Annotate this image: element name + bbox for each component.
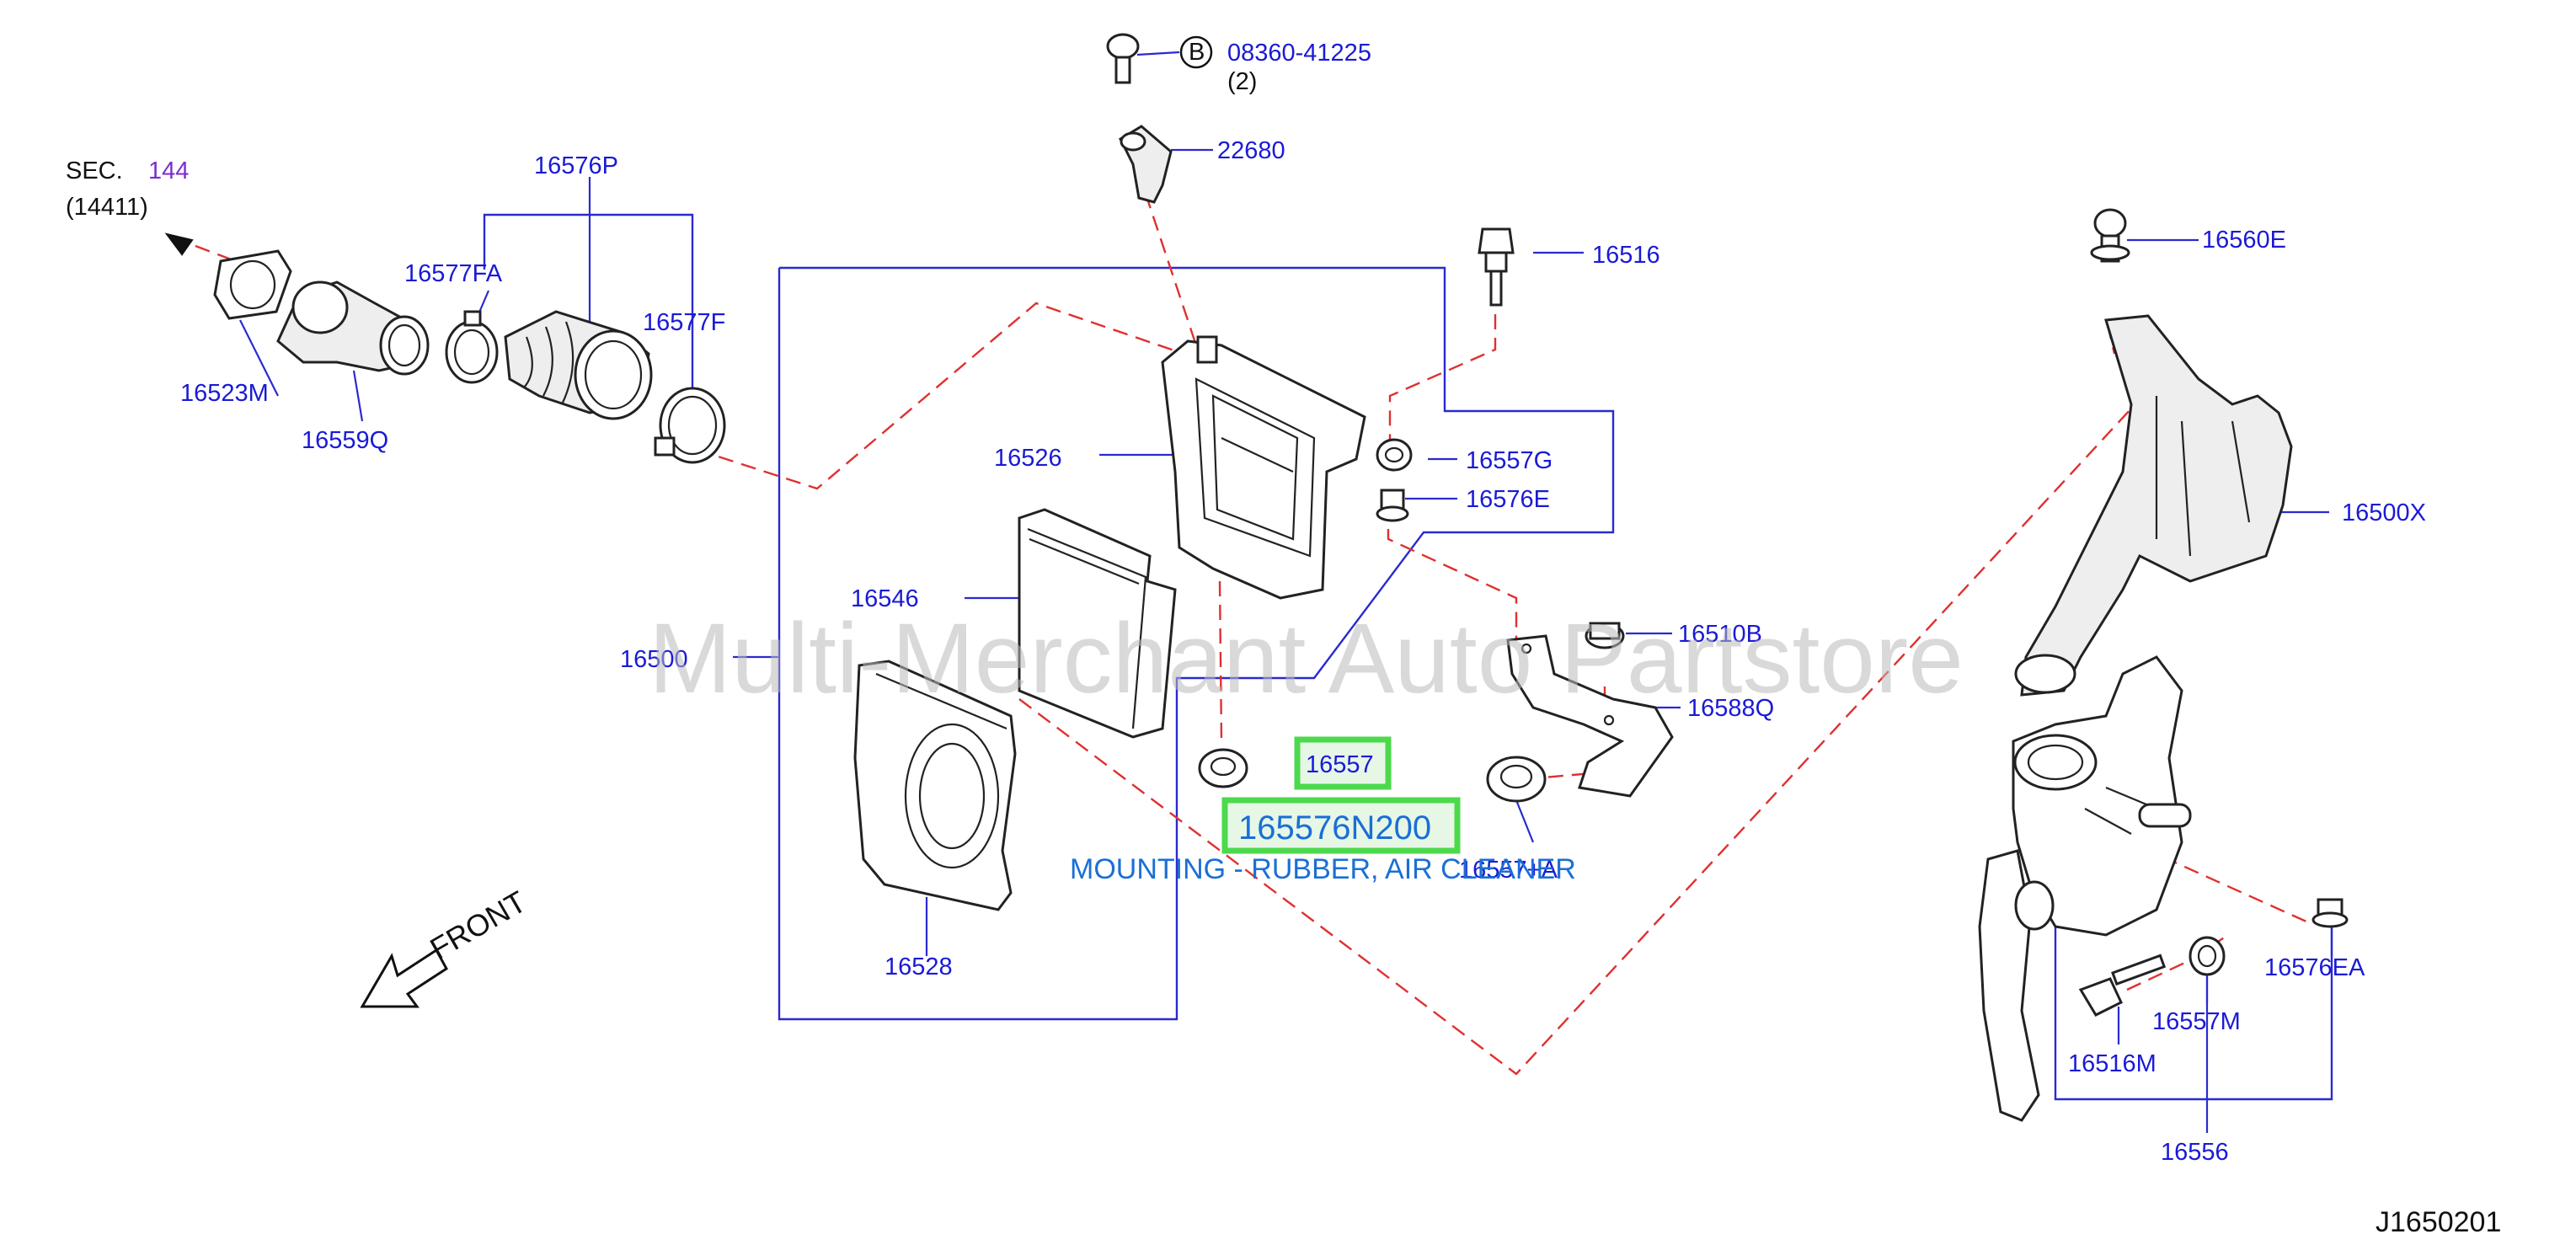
label-16576E[interactable]: 16576E [1466,486,1550,513]
label-16576P[interactable]: 16576P [534,152,618,179]
collar-16576EA [2311,898,2349,928]
label-16557G[interactable]: 16557G [1466,447,1553,474]
label-16523M[interactable]: 16523M [180,380,269,407]
bracket-16556 [2054,922,2333,1101]
highlight-part-number[interactable]: 165576N200 [1238,809,1431,847]
bracket-16588Q [1506,634,1674,798]
label-22680[interactable]: 22680 [1217,137,1285,164]
clamp-16577F [654,387,726,464]
gasket-16523M [213,249,292,320]
grommet-16557M [2189,936,2226,976]
sec-arrow-icon [164,232,194,256]
label-sec: SEC. [66,158,123,184]
bracket-16576P [483,213,694,438]
sensor-22680 [1119,125,1173,204]
label-16576EA[interactable]: 16576EA [2264,954,2365,981]
dash-hose-to-housing [673,302,1197,490]
adapter-16559Q [276,280,430,376]
label-front: FRONT [425,884,532,966]
hose-16576P [504,310,653,420]
grommet-16557 [1198,748,1248,788]
watermark: Multi-Merchant Auto Partstore [649,603,1964,714]
clamp-16577FA [445,310,499,384]
label-16500[interactable]: 16500 [620,646,688,673]
label-16557A[interactable]: 16557+A [1459,857,1558,884]
label-sec-sub: (14411) [66,194,148,221]
label-16556[interactable]: 16556 [2161,1139,2229,1166]
filter-element-16546 [1018,508,1177,739]
dash-to-duct [1018,408,2132,1076]
grommet-16557A [1486,756,1547,803]
label-16516M[interactable]: 16516M [2068,1050,2156,1077]
label-bolt-code[interactable]: 08360-41225 [1227,40,1371,67]
circle-b-marker [1179,35,1213,69]
label-16560E[interactable]: 16560E [2202,227,2286,254]
diagram-code: J1650201 [2376,1206,2501,1238]
collar-16576E [1376,489,1409,522]
grommet-16557G [1376,438,1413,472]
bolt-08360-icon [1106,33,1140,84]
bolt-16516 [1478,227,1515,307]
label-16557M[interactable]: 16557M [2152,1008,2241,1035]
highlight-box-16557 [1294,736,1392,790]
label-16528[interactable]: 16528 [884,954,953,980]
label-16588Q[interactable]: 16588Q [1687,695,1774,722]
label-16516[interactable]: 16516 [1592,242,1660,269]
highlight-description: MOUNTING - RUBBER, AIR CLEANER [1070,853,1576,885]
label-sec-num[interactable]: 144 [148,158,189,184]
label-bolt-qty: (2) [1227,68,1257,95]
label-16577FA[interactable]: 16577FA [404,260,503,287]
nut-16510B [1585,622,1625,649]
label-circle-b: B [1189,39,1205,66]
clip-16560E [2090,208,2130,263]
upper-housing-16526 [1161,335,1366,600]
label-16526[interactable]: 16526 [994,445,1062,472]
highlight-box-part-number [1221,797,1461,854]
label-16510B[interactable]: 16510B [1678,621,1762,648]
label-16546[interactable]: 16546 [851,585,919,612]
bolt-16516M [2078,954,2167,1017]
duct-16500X [2014,314,2293,697]
label-16559Q[interactable]: 16559Q [302,427,388,454]
duct-16556 [1978,655,2192,1122]
lower-housing-16528 [853,660,1017,911]
label-16500X[interactable]: 16500X [2342,499,2426,526]
front-arrow-icon [360,948,448,1008]
assembly-16500-outline [778,266,1615,1021]
label-16577F[interactable]: 16577F [643,309,725,336]
label-16557[interactable]: 16557 [1306,751,1374,778]
